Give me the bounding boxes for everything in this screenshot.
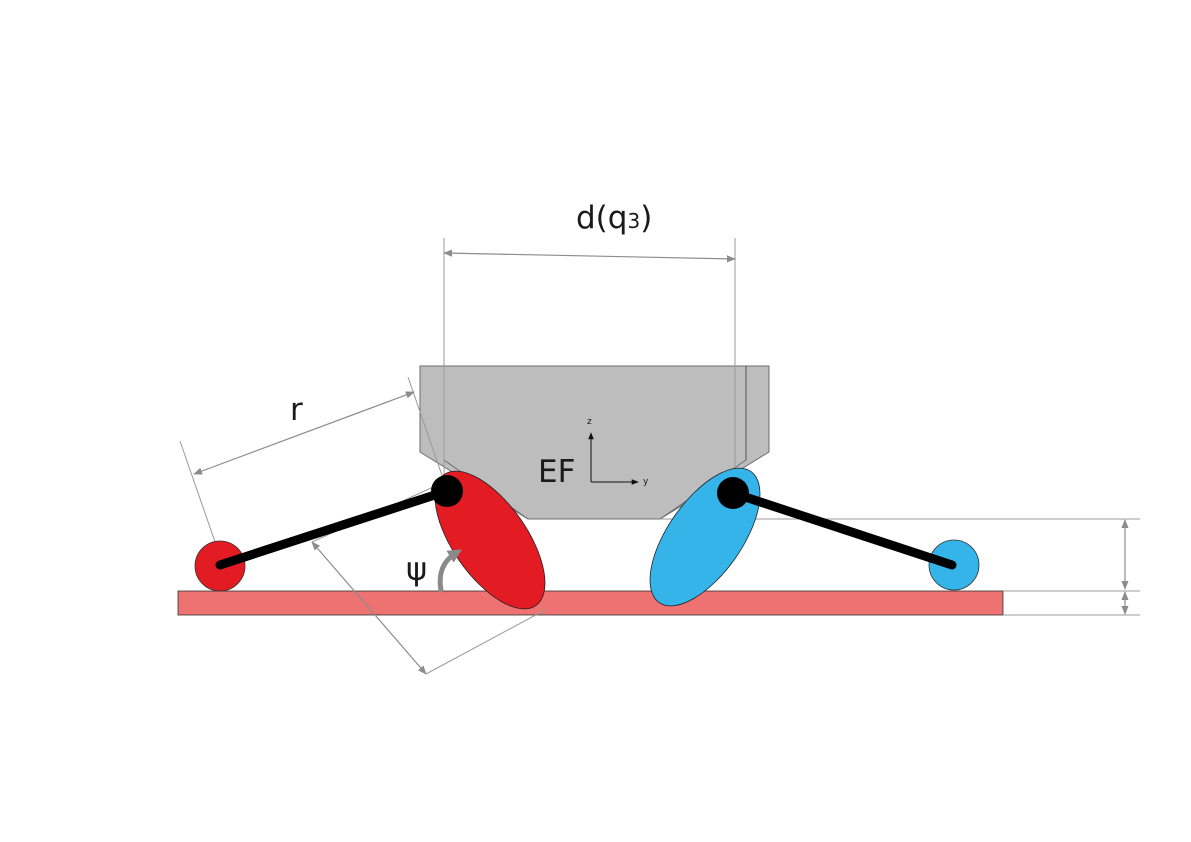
- dimension-d: [443, 249, 736, 263]
- guide-link-length-bottom: [425, 609, 546, 675]
- label-axis-z: z: [587, 417, 592, 427]
- angle-arrow-icon: [437, 549, 462, 593]
- label-distance-subscript: 3: [627, 209, 640, 233]
- right-pivot-joint: [717, 477, 749, 509]
- left-pivot-joint: [431, 475, 463, 507]
- label-radius: r: [290, 392, 303, 428]
- label-frame: EF: [538, 454, 575, 490]
- left-rod: [215, 486, 452, 570]
- right-rod: [728, 488, 957, 570]
- label-angle: ψ: [406, 550, 427, 588]
- label-axis-y: y: [643, 477, 649, 487]
- ground-plate: [177, 590, 1004, 616]
- dimension-r: [193, 391, 415, 475]
- label-distance: d(q3): [576, 200, 652, 236]
- dimension-link-length: [311, 541, 427, 675]
